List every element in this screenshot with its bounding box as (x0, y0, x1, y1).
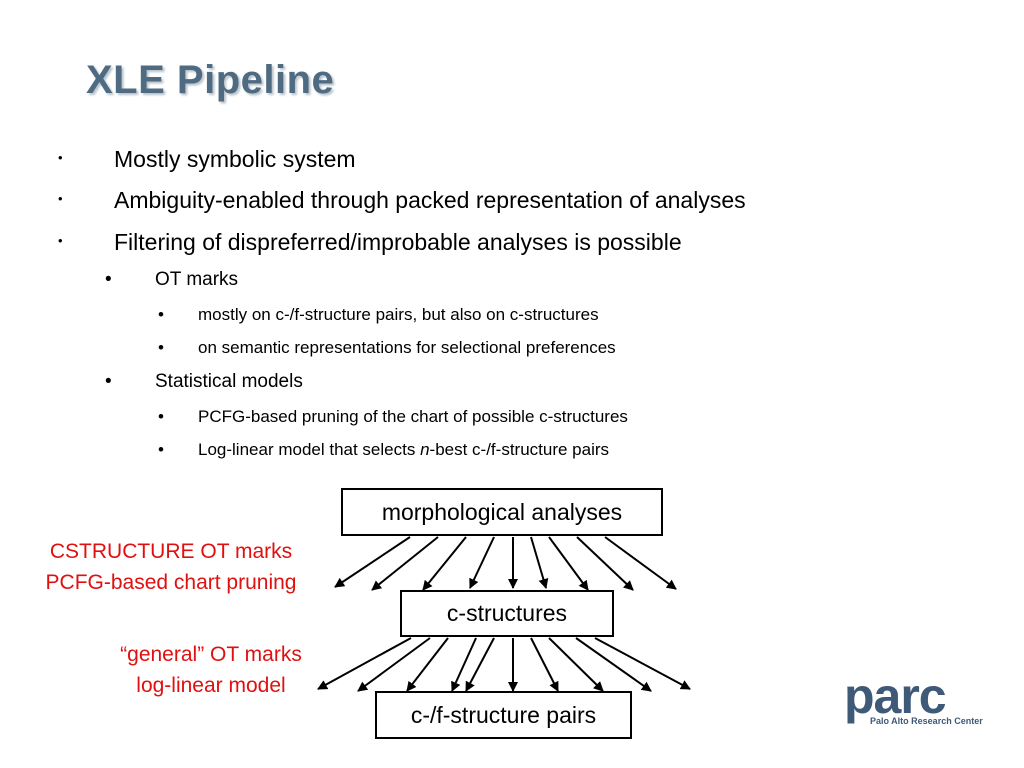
bullet-dot: • (58, 191, 63, 206)
arrow-cstruct-to-pairs-10 (594, 637, 691, 690)
parc-logo-subtitle: Palo Alto Research Center (870, 716, 983, 726)
arrow-cstruct-to-pairs-8 (548, 637, 604, 692)
bullet-text-end: -best c-/f-structure pairs (429, 440, 610, 459)
stage2-label-line1: “general” OT marks (120, 643, 302, 666)
box-label: morphological analyses (381, 498, 623, 525)
arrow-cstruct-to-pairs-1 (317, 637, 412, 690)
arrow-cstruct-to-pairs-2 (357, 637, 431, 692)
box-label: c-structures (446, 600, 568, 626)
arrow-morph-to-cstruct-7 (548, 536, 589, 591)
box-morphological-analyses: morphological analyses (341, 488, 663, 536)
box-cf-structure-pairs: c-/f-structure pairs (375, 691, 632, 739)
stage1-label: CSTRUCTURE OT marks PCFG-based chart pru… (18, 536, 324, 598)
bullet-dot: • (158, 407, 164, 426)
sub-sub-bullet-item: • Log-linear model that selects n-best c… (158, 440, 610, 460)
stage2-label: “general” OT marks log-linear model (74, 639, 348, 701)
bullet-text-italic: n (420, 440, 430, 459)
parc-logo: parc Palo Alto Research Center (844, 668, 983, 726)
bullet-text: Filtering of dispreferred/improbable ana… (114, 229, 682, 255)
stage1-label-line1: CSTRUCTURE OT marks (49, 540, 293, 563)
bullet-dot: • (58, 150, 63, 165)
bullet-text: Ambiguity-enabled through packed represe… (114, 187, 746, 213)
sub-bullet-item: • Statistical models (105, 371, 303, 393)
arrow-morph-to-cstruct-8 (576, 536, 634, 591)
arrow-cstruct-to-pairs-9 (575, 637, 652, 692)
bullet-text: PCFG-based pruning of the chart of possi… (198, 407, 628, 426)
sub-bullet-item: • OT marks (105, 269, 239, 291)
bullet-text: on semantic representations for selectio… (198, 338, 616, 357)
bullet-dot: • (158, 440, 164, 459)
arrow-cstruct-to-pairs-5 (465, 637, 495, 692)
arrow-morph-to-cstruct-4 (469, 536, 495, 589)
bullet-dot: • (158, 338, 164, 357)
arrow-morph-to-cstruct-6 (530, 536, 549, 589)
bullet-item: • Mostly symbolic system (58, 146, 356, 173)
bullet-item: • Ambiguity-enabled through packed repre… (58, 187, 746, 214)
sub-sub-bullet-item: • mostly on c-/f-structure pairs, but al… (158, 305, 599, 325)
arrow-cstruct-to-pairs-3 (406, 637, 449, 692)
arrow-morph-to-cstruct-2 (371, 536, 439, 591)
box-label: c-/f-structure pairs (410, 701, 597, 728)
arrow-cstruct-to-pairs-4 (451, 637, 477, 692)
bullet-text: mostly on c-/f-structure pairs, but also… (198, 305, 599, 324)
bullet-item: • Filtering of dispreferred/improbable a… (58, 229, 682, 256)
arrow-morph-to-cstruct-9 (604, 536, 677, 590)
box-c-structures: c-structures (400, 590, 614, 637)
bullet-text: Mostly symbolic system (114, 146, 356, 172)
arrow-morph-to-cstruct-1 (334, 536, 411, 588)
sub-sub-bullet-item: • PCFG-based pruning of the chart of pos… (158, 407, 628, 427)
bullet-dot: • (105, 269, 112, 290)
arrow-cstruct-to-pairs-7 (530, 637, 559, 692)
arrow-morph-to-cstruct-3 (422, 536, 467, 591)
slide-title: XLE Pipeline (86, 58, 335, 102)
bullet-dot: • (105, 371, 112, 392)
bullet-text-start: Log-linear model that selects (198, 440, 421, 459)
bullet-text: OT marks (155, 269, 239, 290)
stage2-label-line2: log-linear model (136, 674, 286, 697)
bullet-dot: • (58, 233, 63, 248)
bullet-dot: • (158, 305, 164, 324)
stage1-label-line2: PCFG-based chart pruning (45, 571, 297, 594)
sub-sub-bullet-item: • on semantic representations for select… (158, 338, 616, 358)
parc-logo-word: parc (844, 668, 947, 724)
bullet-text: Statistical models (155, 371, 303, 392)
